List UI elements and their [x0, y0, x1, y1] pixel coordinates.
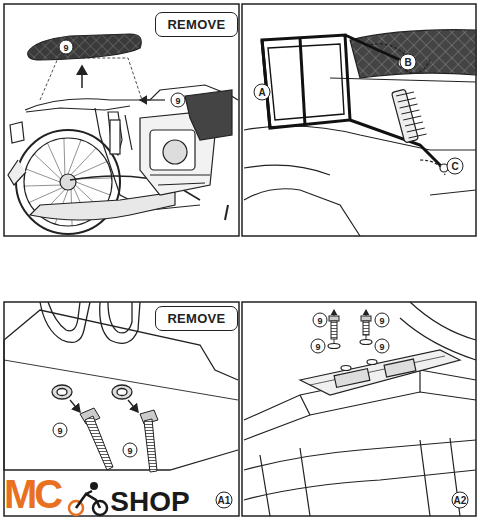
part-letter: C [447, 158, 464, 175]
watermark: SHOP [110, 486, 189, 518]
watermark: MC [4, 472, 60, 517]
instruction-text: REMOVE [167, 17, 225, 32]
callout-number: 9 [311, 339, 326, 354]
part-letter: B [400, 54, 417, 71]
callout-number: 9 [375, 339, 390, 354]
callout-number: 9 [59, 40, 74, 55]
remove-box: REMOVE [155, 12, 238, 37]
view-label: A2 [452, 492, 469, 509]
callout-number: 9 [171, 93, 186, 108]
remove-box: REMOVE [155, 306, 238, 331]
instruction-text: REMOVE [167, 311, 225, 326]
part-letter: A [254, 84, 271, 101]
callout-number: 9 [375, 313, 390, 328]
callout-number: 9 [123, 443, 138, 458]
callout-number: 9 [313, 313, 328, 328]
callout-number: 9 [53, 423, 68, 438]
view-label: A1 [216, 492, 233, 509]
